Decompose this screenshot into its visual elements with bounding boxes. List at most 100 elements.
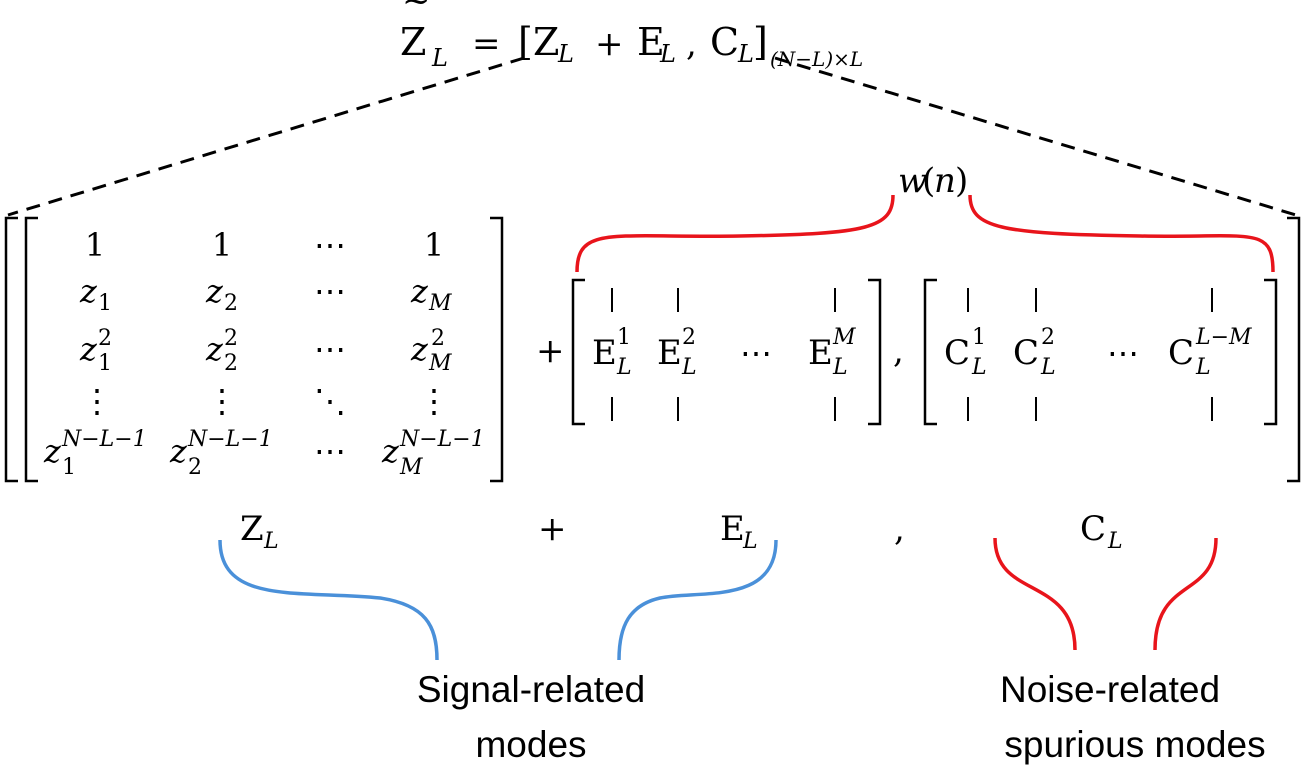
e-matrix: E 1 L E 2 L ⋯ E M L (592, 288, 856, 421)
c-col4-sup: L−M (1195, 325, 1252, 350)
signal-brace-left (218, 539, 439, 661)
equals-sign: = (472, 24, 501, 64)
bottom-z-subscript: L (263, 529, 279, 554)
window-function-label: w ( n ) (898, 161, 968, 201)
v-r3-c4-sup: 2 (431, 326, 445, 351)
v-r5-c2-sup: N−L−1 (187, 427, 273, 452)
c-matrix-bracket-right (1264, 278, 1278, 426)
c-col2-sub: L (1040, 355, 1056, 380)
eq-z-symbol: Z (533, 20, 559, 64)
signal-caption-line2: modes (475, 724, 586, 765)
noise-caption-line1: Noise-related (1000, 669, 1220, 710)
bottom-c-subscript: L (1107, 529, 1123, 554)
v-r2-c2-sub: 2 (224, 291, 238, 316)
v-r2-c1-sub: 1 (98, 291, 112, 316)
e-matrix-bracket-right (868, 278, 882, 426)
vandermonde-matrix: 1 1 ⋯ 1 z 1 z 2 ⋯ z M z 1 2 z 2 2 ⋯ z M … (43, 226, 485, 480)
expansion-line-left (7, 56, 525, 217)
outer-bracket-left (4, 216, 18, 483)
noise-brace-left (993, 537, 1077, 651)
c-col3-dots: ⋯ (1107, 334, 1139, 372)
eq-c-subscript: L (737, 40, 754, 68)
v-r5-c4-sub: M (399, 455, 423, 480)
v-r1-c3: ⋯ (314, 226, 346, 264)
w-symbol: w (898, 161, 927, 201)
tilde-accent: ~ (402, 0, 431, 21)
v-r3-c1-sub: 1 (98, 351, 112, 376)
v-r3-c2-sup: 2 (224, 326, 238, 351)
e-col1-sub: L (616, 355, 632, 380)
noise-window-brace-right (968, 194, 1275, 273)
e-matrix-bracket-left (571, 278, 585, 426)
v-r5-c1-sub: 1 (62, 455, 76, 480)
open-bracket: [ (518, 20, 533, 64)
e-col1-sup: 1 (617, 325, 631, 350)
e-col4-sub: L (832, 355, 848, 380)
captions: Signal-related modes Noise-related spuri… (417, 669, 1266, 765)
matrix-plus-sign: + (536, 331, 565, 371)
v-r3-c2-sub: 2 (224, 351, 238, 376)
eq-comma: , (686, 24, 697, 64)
e-col3-dots: ⋯ (740, 334, 772, 372)
bottom-labels: Z L + E L , C L (240, 509, 1123, 554)
c-col1-sup: 1 (972, 325, 986, 350)
v-r3-c2-base: z (205, 330, 224, 368)
top-equation: ~ Z L = [ Z L + E L , C L ] (N−L)×L (400, 0, 863, 72)
bottom-z-symbol: Z (240, 509, 264, 549)
w-open-paren: ( (922, 161, 935, 201)
c-col2-base: C (1013, 333, 1039, 373)
v-r2-c4-base: z (410, 272, 429, 310)
v-r3-c3: ⋯ (314, 330, 346, 368)
eq-plus-sign: + (595, 24, 624, 64)
expansion-line-right (774, 56, 1297, 217)
v-r1-c4: 1 (424, 226, 444, 264)
noise-window-brace-left (575, 194, 895, 273)
c-matrix: C 1 L C 2 L ⋯ C L−M L (944, 288, 1252, 421)
v-r5-c1-base: z (43, 432, 62, 470)
v-r5-c1-sup: N−L−1 (61, 427, 147, 452)
v-r5-c3: ⋯ (314, 432, 346, 470)
v-r2-c2-base: z (205, 272, 224, 310)
vandermonde-bracket-left (24, 216, 38, 483)
e-col1-base: E (592, 333, 617, 373)
eq-z-subscript: L (557, 40, 574, 68)
v-r2-c1-base: z (79, 272, 98, 310)
outer-bracket-right (1287, 216, 1301, 483)
bottom-e-symbol: E (720, 509, 745, 549)
v-r5-c4-sup: N−L−1 (399, 427, 485, 452)
c-col4-base: C (1168, 333, 1194, 373)
dimension-subscript: (N−L)×L (770, 47, 863, 71)
eq-e-symbol: E (637, 20, 665, 64)
v-r3-c4-base: z (410, 330, 429, 368)
v-r5-c2-sub: 2 (188, 455, 202, 480)
e-col2-sup: 2 (682, 325, 696, 350)
close-bracket: ] (753, 20, 768, 64)
noise-brace-right (1153, 537, 1218, 651)
n-symbol: n (934, 161, 956, 201)
c-matrix-bracket-left (923, 278, 937, 426)
c-col4-sub: L (1195, 355, 1211, 380)
w-close-paren: ) (955, 161, 968, 201)
e-col4-sup: M (832, 325, 856, 350)
v-r4-c2: ⋮ (206, 382, 238, 420)
lhs-z-subscript: L (431, 44, 448, 72)
c-col2-sup: 2 (1041, 325, 1055, 350)
v-r5-c2-base: z (169, 432, 188, 470)
lhs-z-symbol: Z (400, 20, 426, 64)
signal-brace-right (617, 539, 778, 661)
v-r1-c1: 1 (85, 226, 105, 264)
v-r4-c3: ⋱ (314, 382, 346, 420)
bottom-plus-sign: + (538, 509, 567, 549)
v-r3-c1-sup: 2 (98, 326, 112, 351)
vandermonde-bracket-right (490, 216, 504, 483)
v-r5-c4-base: z (381, 432, 400, 470)
e-col4-base: E (808, 333, 833, 373)
v-r2-c3: ⋯ (314, 272, 346, 310)
bottom-e-subscript: L (742, 529, 758, 554)
eq-e-subscript: L (659, 40, 676, 68)
v-r1-c2: 1 (212, 226, 232, 264)
matrix-comma: , (893, 331, 904, 371)
noise-caption-line2: spurious modes (1004, 724, 1265, 765)
v-r4-c4: ⋮ (418, 382, 450, 420)
